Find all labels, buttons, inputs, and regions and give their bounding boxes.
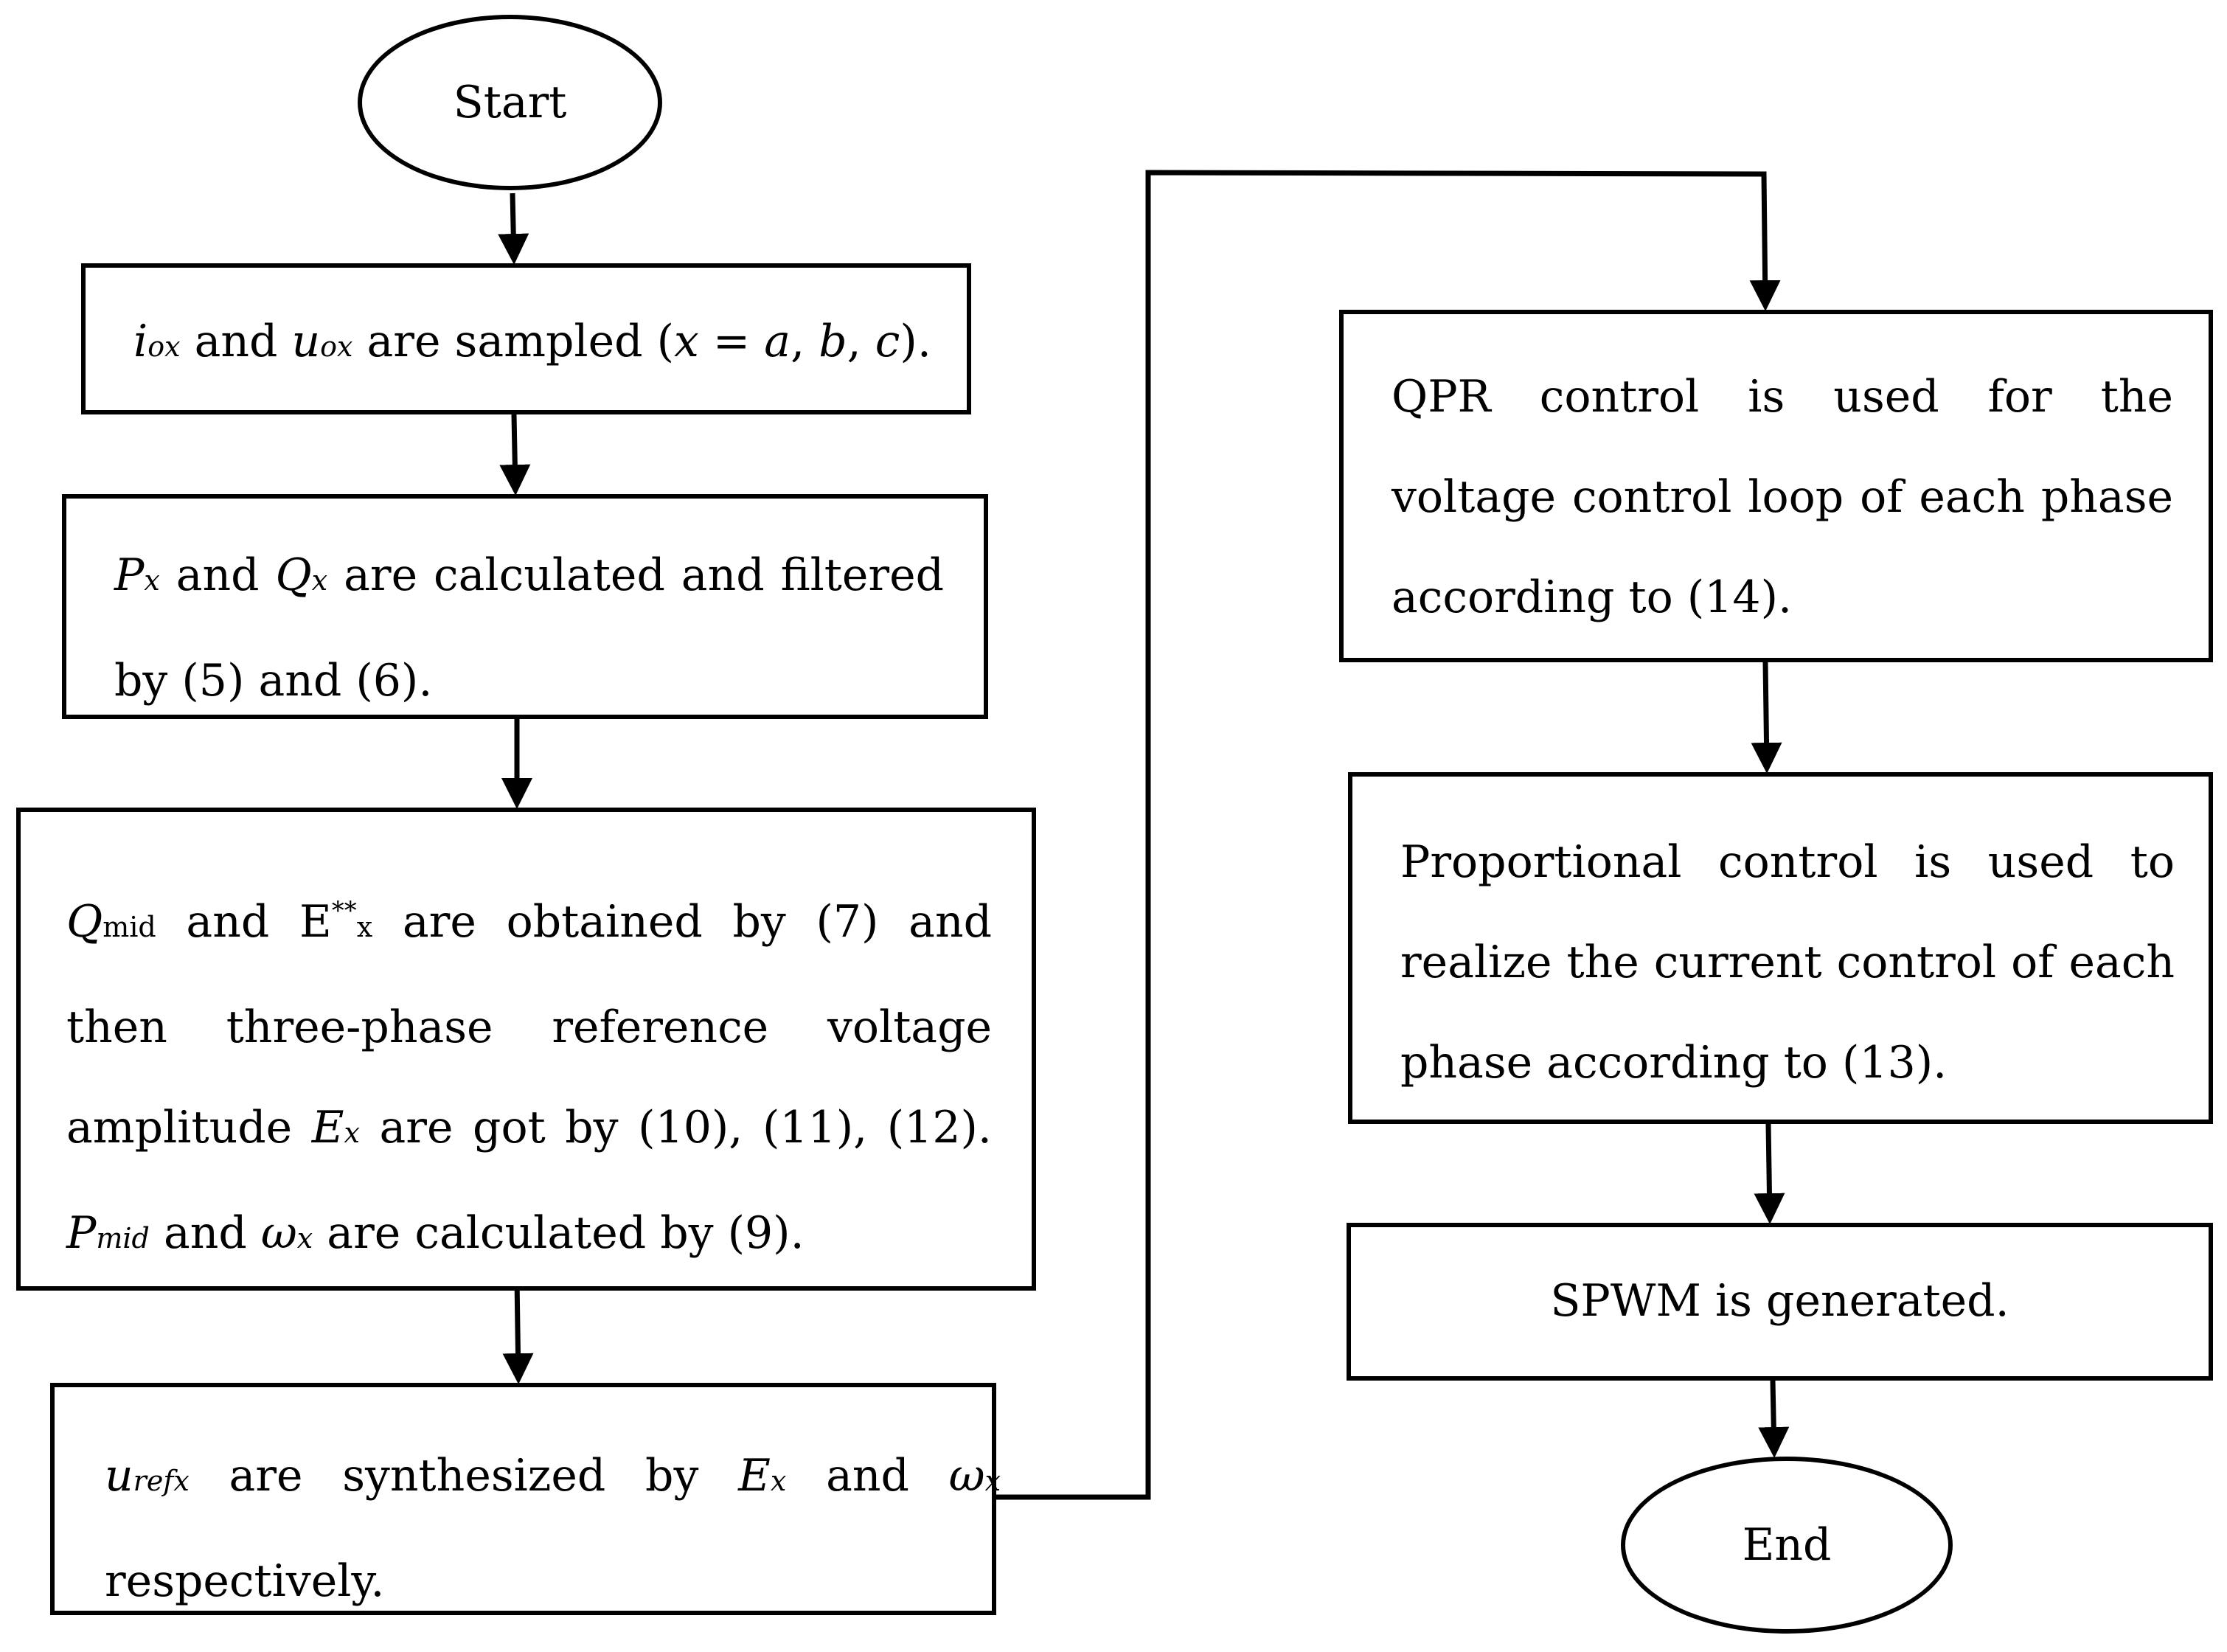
- power-calculation-text: Px and Qx are calculated and filtered by…: [114, 549, 945, 707]
- reference-voltage-box: Qmid and E**x are obtained by (7) and th…: [16, 808, 1036, 1291]
- arrow-start-to-sampling: [498, 192, 529, 265]
- arrow-spwm-to-end: [1758, 1380, 1790, 1458]
- connector-synthesis-to-qpr: [992, 170, 1781, 1500]
- voltage-synthesis-box: urefx are synthesized by Ex and ωx respe…: [50, 1383, 1001, 1615]
- proportional-control-text: Proportional control is used to realize …: [1400, 836, 2175, 1089]
- sampling-step-box: iox and uox are sampled (x = a, b, c).: [81, 263, 971, 414]
- sampling-step-text: iox and uox are sampled (x = a, b, c).: [133, 316, 931, 367]
- reference-voltage-text: Qmid and E**x are obtained by (7) and th…: [66, 896, 992, 1259]
- arrow-proportional-to-spwm: [1754, 1123, 1785, 1224]
- power-calculation-box: Px and Qx are calculated and filtered by…: [62, 494, 988, 719]
- arrow-qpr-to-proportional: [1751, 662, 1782, 774]
- qpr-control-text: QPR control is used for the voltage cont…: [1392, 371, 2173, 623]
- arrow-sampling-to-power-calc: [499, 414, 531, 496]
- qpr-control-box: QPR control is used for the voltage cont…: [1339, 310, 2213, 662]
- end-label: End: [1742, 1519, 1832, 1571]
- arrow-reference-to-synthesis: [502, 1279, 534, 1384]
- start-label: Start: [453, 77, 567, 128]
- spwm-generation-box: SPWM is generated.: [1347, 1223, 2213, 1381]
- start-terminal: Start: [358, 15, 662, 190]
- voltage-synthesis-text: urefx are synthesized by Ex and ωx respe…: [105, 1450, 1001, 1607]
- proportional-control-box: Proportional control is used to realize …: [1348, 772, 2213, 1124]
- spwm-generation-text: SPWM is generated.: [1550, 1275, 2009, 1327]
- end-terminal: End: [1621, 1457, 1953, 1634]
